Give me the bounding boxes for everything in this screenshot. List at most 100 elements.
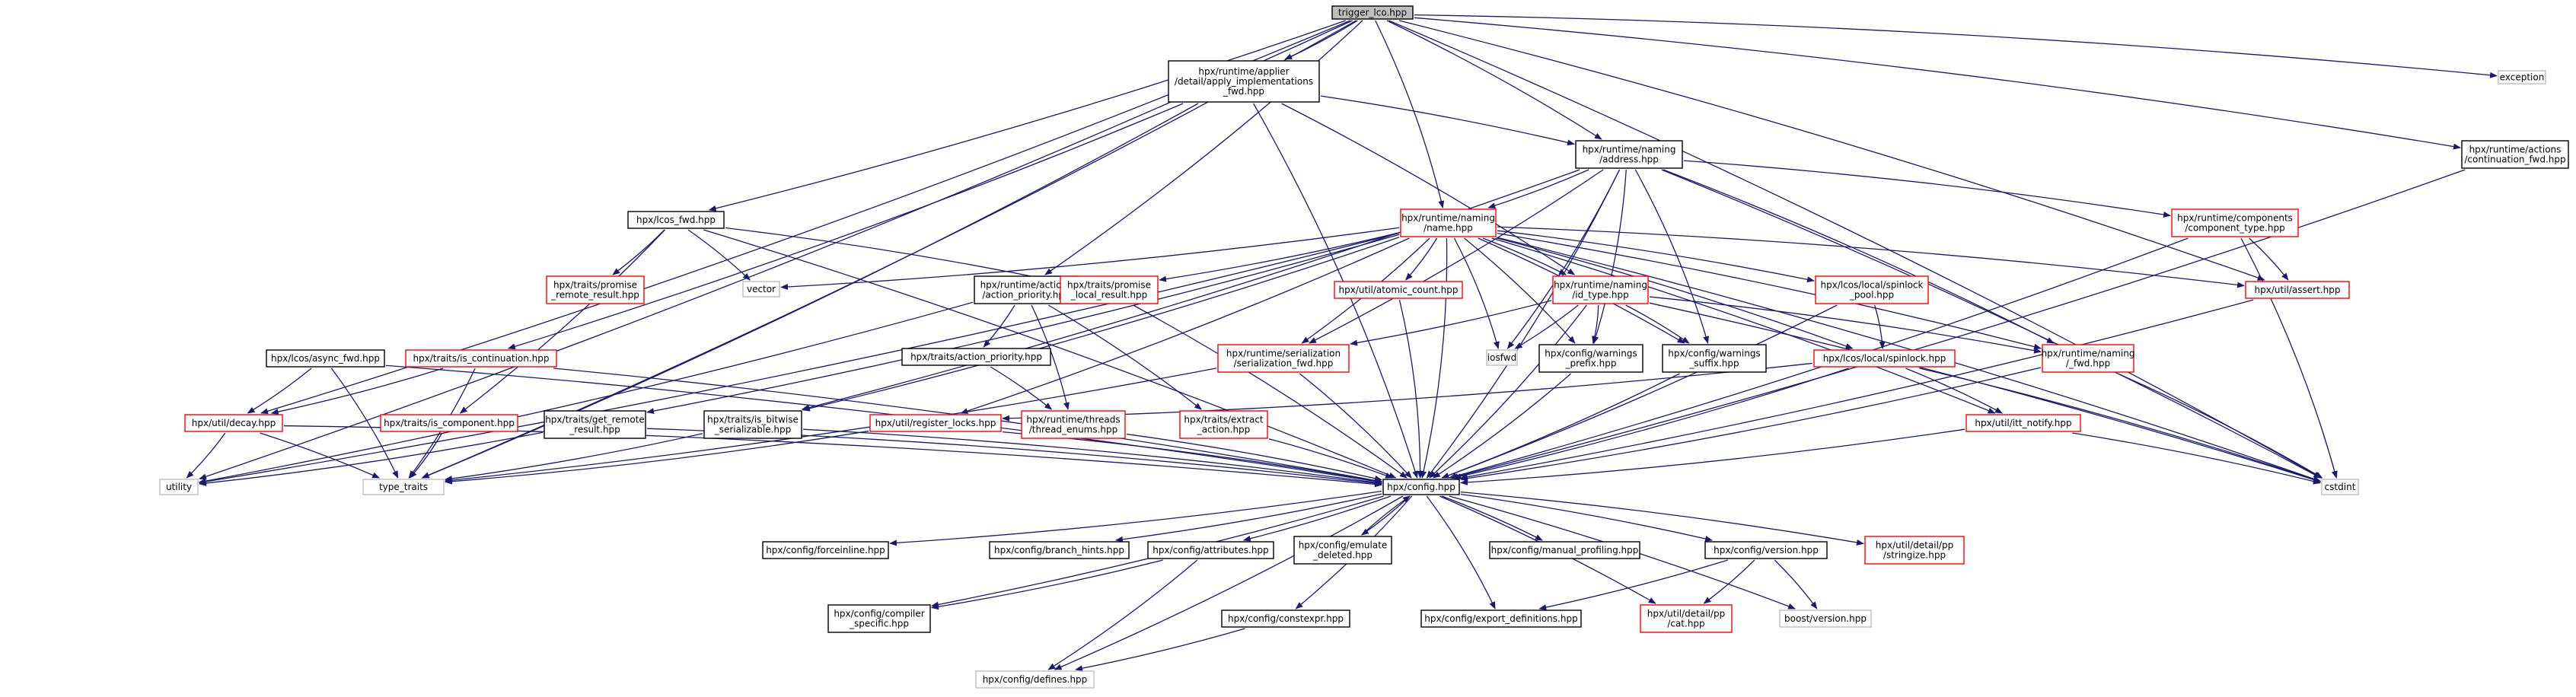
node-config[interactable]: hpx/config.hpp <box>1382 479 1460 495</box>
edge-is_bitwise-to-config <box>802 428 1382 485</box>
node-apply_impl_fwd[interactable]: hpx/runtime/applier/detail/apply_impleme… <box>1168 60 1320 103</box>
node-compiler_specific[interactable]: hpx/config/compiler_specific.hpp <box>827 604 931 633</box>
node-box-apply_impl_fwd <box>1168 60 1320 103</box>
node-box-vector <box>742 281 780 298</box>
edge-address-to-naming_fwd <box>1663 169 2055 344</box>
edge-util_assert-to-config <box>1460 299 2254 480</box>
edge-is_bitwise-to-type_traits <box>445 433 703 482</box>
node-label-spinlock_pool-0: hpx/lcos/local/spinlock <box>1821 280 1924 291</box>
edge-naming_name-to-config <box>1420 237 1448 479</box>
edge-lcos_fwd-to-promise_remote <box>612 229 665 275</box>
node-box-warnings_suffix <box>1662 344 1767 373</box>
edge-trigger_lco-to-util_assert <box>1398 20 2265 281</box>
node-thread_enums[interactable]: hpx/runtime/threads/thread_enums.hpp <box>1021 410 1126 439</box>
node-box-continuation_fwd <box>2461 140 2569 169</box>
node-promise_local[interactable]: hpx/traits/promise_local_result.hpp <box>1060 275 1159 304</box>
edge-address-to-naming_name <box>1487 169 1589 209</box>
node-box-type_traits <box>362 479 445 495</box>
node-component_type[interactable]: hpx/runtime/components/component_type.hp… <box>2171 208 2299 237</box>
node-naming_name[interactable]: hpx/runtime/naming/name.hpp <box>1400 208 1497 237</box>
edge-naming_name-to-promise_local <box>1159 232 1400 282</box>
node-label-utility-0: utility <box>166 482 192 492</box>
node-is_bitwise[interactable]: hpx/traits/is_bitwise_serializable.hpp <box>703 410 802 439</box>
node-branch_hints[interactable]: hpx/config/branch_hints.hpp <box>989 541 1130 559</box>
edge-naming_name-to-iosfwd <box>1453 237 1500 349</box>
node-is_component[interactable]: hpx/traits/is_component.hpp <box>380 414 518 432</box>
node-label-continuation_fwd-1: /continuation_fwd.hpp <box>2464 154 2565 165</box>
node-label-cstdint-0: cstdint <box>2325 482 2356 492</box>
node-box-component_type <box>2171 208 2299 237</box>
node-get_remote_result[interactable]: hpx/traits/get_remote_result.hpp <box>544 410 646 439</box>
node-label-apply_impl_fwd-1: /detail/apply_implementations <box>1175 76 1313 87</box>
node-promise_remote[interactable]: hpx/traits/promise_remote_result.hpp <box>546 275 645 304</box>
node-itt_notify[interactable]: hpx/util/itt_notify.hpp <box>1965 414 2081 432</box>
node-continuation_fwd[interactable]: hpx/runtime/actions/continuation_fwd.hpp <box>2461 140 2569 169</box>
node-traits_action_priority[interactable]: hpx/traits/action_priority.hpp <box>901 348 1051 366</box>
node-label-traits_action_priority-0: hpx/traits/action_priority.hpp <box>910 352 1042 362</box>
node-trigger_lco[interactable]: trigger_lco.hpp <box>1331 5 1414 20</box>
edge-naming_name-to-util_assert <box>1497 226 2245 288</box>
node-emulate_deleted[interactable]: hpx/config/emulate_deleted.hpp <box>1293 536 1392 565</box>
node-label-util_decay-0: hpx/util/decay.hpp <box>192 418 276 428</box>
node-label-warnings_suffix-1: _suffix.hpp <box>1688 358 1739 369</box>
node-box-branch_hints <box>989 541 1130 559</box>
node-label-action_priority-1: /action_priority.hpp <box>982 290 1070 301</box>
node-label-naming_name-1: /name.hpp <box>1423 223 1473 234</box>
node-async_fwd[interactable]: hpx/lcos/async_fwd.hpp <box>266 349 385 368</box>
node-util_assert[interactable]: hpx/util/assert.hpp <box>2245 281 2350 299</box>
node-warnings_suffix[interactable]: hpx/config/warnings_suffix.hpp <box>1662 344 1767 373</box>
node-spinlock[interactable]: hpx/lcos/local/spinlock.hpp <box>1813 349 1956 368</box>
node-box-extract_action <box>1179 410 1268 439</box>
node-id_type[interactable]: hpx/runtime/naming/id_type.hpp <box>1552 275 1649 304</box>
node-exception[interactable]: exception <box>2498 70 2546 84</box>
node-label-forceinline-0: hpx/config/forceinline.hpp <box>766 545 885 555</box>
node-vector[interactable]: vector <box>742 281 780 298</box>
nodes-layer: trigger_lco.hpp exception hpx/runtime/acti… <box>159 5 2569 689</box>
node-address[interactable]: hpx/runtime/naming/address.hpp <box>1575 140 1683 169</box>
node-serialization_fwd[interactable]: hpx/runtime/serialization/serialization_… <box>1217 344 1350 373</box>
node-spinlock_pool[interactable]: hpx/lcos/local/spinlock_pool.hpp <box>1815 275 1929 304</box>
node-lcos_fwd[interactable]: hpx/lcos_fwd.hpp <box>627 211 725 229</box>
node-warnings_prefix[interactable]: hpx/config/warnings_prefix.hpp <box>1538 344 1643 373</box>
node-label-emulate_deleted-0: hpx/config/emulate <box>1299 540 1388 551</box>
node-util_decay[interactable]: hpx/util/decay.hpp <box>184 414 283 432</box>
node-box-attributes <box>1147 541 1274 559</box>
node-label-is_component-0: hpx/traits/is_component.hpp <box>384 418 515 428</box>
edge-extract_action-to-config <box>1268 438 1393 479</box>
node-iosfwd[interactable]: iosfwd <box>1486 349 1518 366</box>
edge-spinlock-to-config <box>1453 368 1849 479</box>
node-type_traits[interactable]: type_traits <box>362 479 445 495</box>
node-is_continuation[interactable]: hpx/traits/is_continuation.hpp <box>405 349 557 368</box>
node-naming_fwd[interactable]: hpx/runtime/naming/_fwd.hpp <box>2042 344 2135 373</box>
node-stringize[interactable]: hpx/util/detail/pp/stringize.hpp <box>1864 536 1965 565</box>
node-attributes[interactable]: hpx/config/attributes.hpp <box>1147 541 1274 559</box>
node-cstdint[interactable]: cstdint <box>2321 479 2359 495</box>
node-box-config <box>1382 479 1460 495</box>
node-export_definitions[interactable]: hpx/config/export_definitions.hpp <box>1420 609 1582 628</box>
node-label-is_bitwise-1: _serializable.hpp <box>714 425 792 435</box>
node-box-iosfwd <box>1486 349 1518 366</box>
node-extract_action[interactable]: hpx/traits/extract_action.hpp <box>1179 410 1268 439</box>
edge-component_type-to-cstdint <box>2240 237 2338 479</box>
node-label-util_assert-0: hpx/util/assert.hpp <box>2255 285 2341 295</box>
edge-trigger_lco-to-address <box>1386 20 1602 140</box>
node-atomic_count[interactable]: hpx/util/atomic_count.hpp <box>1334 281 1463 299</box>
node-constexpr[interactable]: hpx/config/constexpr.hpp <box>1221 609 1350 628</box>
edge-spinlock-to-itt_notify <box>1905 368 2003 414</box>
edge-config-to-forceinline <box>889 490 1382 546</box>
node-label-extract_action-1: _action.hpp <box>1197 425 1251 435</box>
node-utility[interactable]: utility <box>159 479 199 495</box>
node-forceinline[interactable]: hpx/config/forceinline.hpp <box>762 541 889 559</box>
node-boost_version[interactable]: boost/version.hpp <box>1779 609 1872 628</box>
node-config_version[interactable]: hpx/config/version.hpp <box>1704 541 1828 559</box>
edge-naming_fwd-to-config <box>1460 367 2042 482</box>
node-label-attributes-0: hpx/config/attributes.hpp <box>1153 545 1268 555</box>
node-register_locks[interactable]: hpx/util/register_locks.hpp <box>869 414 1002 432</box>
edge-trigger_lco-to-continuation_fwd <box>1414 17 2461 150</box>
node-pp_cat[interactable]: hpx/util/detail/pp/cat.hpp <box>1640 604 1733 633</box>
node-box-get_remote_result <box>544 410 646 439</box>
node-defines[interactable]: hpx/config/defines.hpp <box>975 670 1095 689</box>
node-manual_profiling[interactable]: hpx/config/manual_profiling.hpp <box>1489 541 1640 559</box>
edge-naming_name-to-naming_fwd <box>1497 233 2042 350</box>
